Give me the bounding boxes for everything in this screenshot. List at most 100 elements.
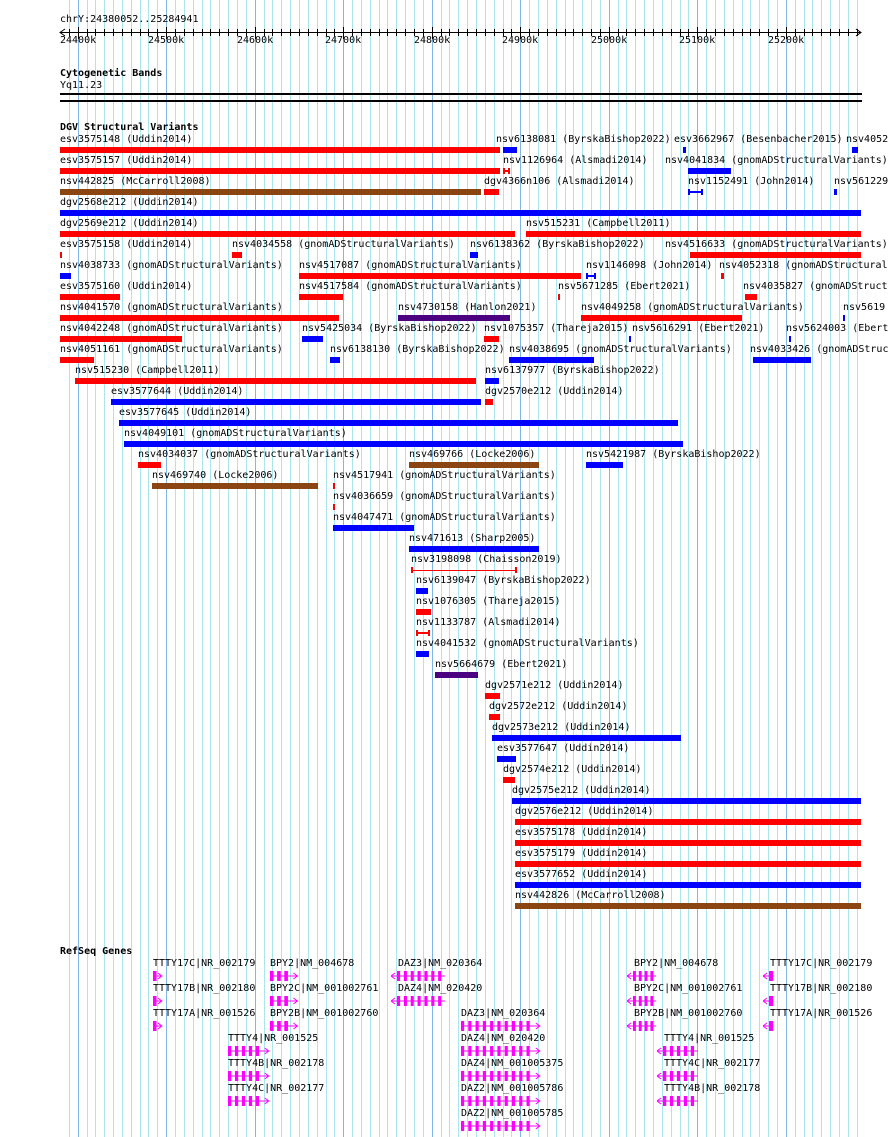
- variant-label[interactable]: nsv4038733 (gnomADStructuralVariants): [60, 260, 283, 271]
- variant-bar[interactable]: [484, 336, 499, 342]
- variant-bar[interactable]: [526, 231, 861, 237]
- variant-bar[interactable]: [75, 378, 476, 384]
- variant-bar[interactable]: [416, 651, 429, 657]
- variant-label[interactable]: dgv2570e212 (Uddin2014): [485, 386, 624, 397]
- variant-bar[interactable]: [435, 672, 478, 678]
- variant-label[interactable]: nsv5624003 (Ebert: [786, 323, 889, 334]
- variant-bar[interactable]: [470, 252, 478, 258]
- gene-model[interactable]: [391, 971, 447, 981]
- variant-label[interactable]: nsv442825 (McCarroll2008): [60, 176, 211, 187]
- gene-label[interactable]: DAZ4|NM_020420: [461, 1033, 546, 1044]
- variant-label[interactable]: nsv1133787 (Alsmadi2014): [416, 617, 561, 628]
- variant-label[interactable]: esv3575157 (Uddin2014): [60, 155, 193, 166]
- variant-label[interactable]: nsv6138362 (ByrskaBishop2022): [470, 239, 645, 250]
- gene-label[interactable]: TTTY17A|NR_001526: [153, 1008, 256, 1019]
- variant-bar[interactable]: [688, 189, 703, 195]
- variant-bar[interactable]: [586, 273, 596, 279]
- variant-label[interactable]: nsv4052318 (gnomADStructural: [719, 260, 888, 271]
- variant-label[interactable]: dgv2568e212 (Uddin2014): [60, 197, 199, 208]
- variant-bar[interactable]: [484, 189, 499, 195]
- variant-bar[interactable]: [581, 315, 742, 321]
- variant-label[interactable]: nsv5619: [843, 302, 886, 313]
- variant-label[interactable]: nsv4041834 (gnomADStructuralVariants): [665, 155, 888, 166]
- variant-bar[interactable]: [690, 252, 861, 258]
- variant-bar[interactable]: [60, 294, 120, 300]
- variant-label[interactable]: nsv4033426 (gnomADStruc: [750, 344, 889, 355]
- gene-label[interactable]: TTTY4B|NR_002178: [228, 1058, 325, 1069]
- variant-label[interactable]: nsv471613 (Sharp2005): [409, 533, 536, 544]
- gene-label[interactable]: TTTY17B|NR_002180: [770, 983, 873, 994]
- variant-bar[interactable]: [60, 189, 481, 195]
- variant-label[interactable]: nsv4517087 (gnomADStructuralVariants): [299, 260, 522, 271]
- variant-label[interactable]: nsv4047471 (gnomADStructuralVariants): [333, 512, 556, 523]
- variant-bar[interactable]: [489, 714, 500, 720]
- gene-label[interactable]: TTTY4C|NR_002177: [664, 1058, 761, 1069]
- variant-label[interactable]: nsv4049101 (gnomADStructuralVariants): [124, 428, 347, 439]
- gene-model[interactable]: [153, 1021, 164, 1031]
- variant-bar[interactable]: [60, 273, 71, 279]
- variant-bar[interactable]: [111, 399, 481, 405]
- ruler[interactable]: [0, 24, 890, 54]
- variant-label[interactable]: esv3577647 (Uddin2014): [497, 743, 630, 754]
- variant-bar[interactable]: [515, 903, 861, 909]
- variant-label[interactable]: nsv4517941 (gnomADStructuralVariants): [333, 470, 556, 481]
- variant-bar[interactable]: [515, 882, 861, 888]
- variant-bar[interactable]: [330, 357, 340, 363]
- variant-bar[interactable]: [60, 210, 861, 216]
- gene-label[interactable]: BPY2C|NM_001002761: [270, 983, 379, 994]
- variant-bar[interactable]: [119, 420, 678, 426]
- variant-label[interactable]: nsv6138081 (ByrskaBishop2022): [496, 134, 671, 145]
- variant-bar[interactable]: [333, 525, 414, 531]
- variant-bar[interactable]: [416, 609, 431, 615]
- gene-model[interactable]: [153, 996, 164, 1006]
- gene-model[interactable]: [657, 1046, 700, 1056]
- variant-label[interactable]: nsv442826 (McCarroll2008): [515, 890, 666, 901]
- gene-model[interactable]: [657, 1096, 700, 1106]
- variant-bar[interactable]: [409, 546, 539, 552]
- variant-bar[interactable]: [485, 378, 499, 384]
- variant-label[interactable]: dgv2576e212 (Uddin2014): [515, 806, 654, 817]
- variant-bar[interactable]: [299, 273, 581, 279]
- variant-bar[interactable]: [409, 462, 539, 468]
- gene-model[interactable]: [461, 1096, 542, 1106]
- variant-bar[interactable]: [753, 357, 811, 363]
- gene-label[interactable]: BPY2|NM_004678: [270, 958, 355, 969]
- variant-bar[interactable]: [299, 294, 343, 300]
- gene-model[interactable]: [391, 996, 447, 1006]
- gene-model[interactable]: [627, 971, 659, 981]
- variant-bar[interactable]: [852, 147, 858, 153]
- variant-label[interactable]: esv3575179 (Uddin2014): [515, 848, 648, 859]
- variant-bar[interactable]: [485, 693, 500, 699]
- variant-bar[interactable]: [60, 357, 94, 363]
- gene-label[interactable]: DAZ2|NM_001005786: [461, 1083, 564, 1094]
- variant-label[interactable]: nsv1152491 (John2014): [688, 176, 815, 187]
- variant-label[interactable]: esv3575158 (Uddin2014): [60, 239, 193, 250]
- gene-label[interactable]: DAZ2|NM_001005785: [461, 1108, 564, 1119]
- variant-label[interactable]: dgv2571e212 (Uddin2014): [485, 680, 624, 691]
- variant-label[interactable]: nsv5616291 (Ebert2021): [632, 323, 765, 334]
- variant-bar[interactable]: [416, 588, 428, 594]
- variant-label[interactable]: nsv4049258 (gnomADStructuralVariants): [581, 302, 804, 313]
- variant-bar[interactable]: [60, 336, 182, 342]
- variant-label[interactable]: nsv4041532 (gnomADStructuralVariants): [416, 638, 639, 649]
- variant-label[interactable]: nsv469740 (Locke2006): [152, 470, 279, 481]
- gene-model[interactable]: [270, 996, 300, 1006]
- variant-label[interactable]: dgv2574e212 (Uddin2014): [503, 764, 642, 775]
- variant-label[interactable]: nsv5671285 (Ebert2021): [558, 281, 691, 292]
- variant-bar[interactable]: [586, 462, 623, 468]
- gene-label[interactable]: BPY2|NM_004678: [634, 958, 719, 969]
- variant-label[interactable]: nsv4051161 (gnomADStructuralVariants): [60, 344, 283, 355]
- variant-label[interactable]: nsv4034037 (gnomADStructuralVariants): [138, 449, 361, 460]
- variant-bar[interactable]: [497, 756, 516, 762]
- gene-label[interactable]: TTTY17A|NR_001526: [770, 1008, 873, 1019]
- variant-bar[interactable]: [789, 336, 791, 342]
- gene-model[interactable]: [627, 996, 659, 1006]
- variant-label[interactable]: esv3575178 (Uddin2014): [515, 827, 648, 838]
- gene-model[interactable]: [228, 1096, 271, 1106]
- gene-label[interactable]: DAZ3|NM_020364: [461, 1008, 546, 1019]
- gene-label[interactable]: TTTY4C|NR_002177: [228, 1083, 325, 1094]
- gene-label[interactable]: TTTY4|NR_001525: [228, 1033, 319, 1044]
- variant-label[interactable]: dgv2572e212 (Uddin2014): [489, 701, 628, 712]
- variant-label[interactable]: esv3662967 (Besenbacher2015): [674, 134, 843, 145]
- variant-label[interactable]: nsv1126964 (Alsmadi2014): [503, 155, 648, 166]
